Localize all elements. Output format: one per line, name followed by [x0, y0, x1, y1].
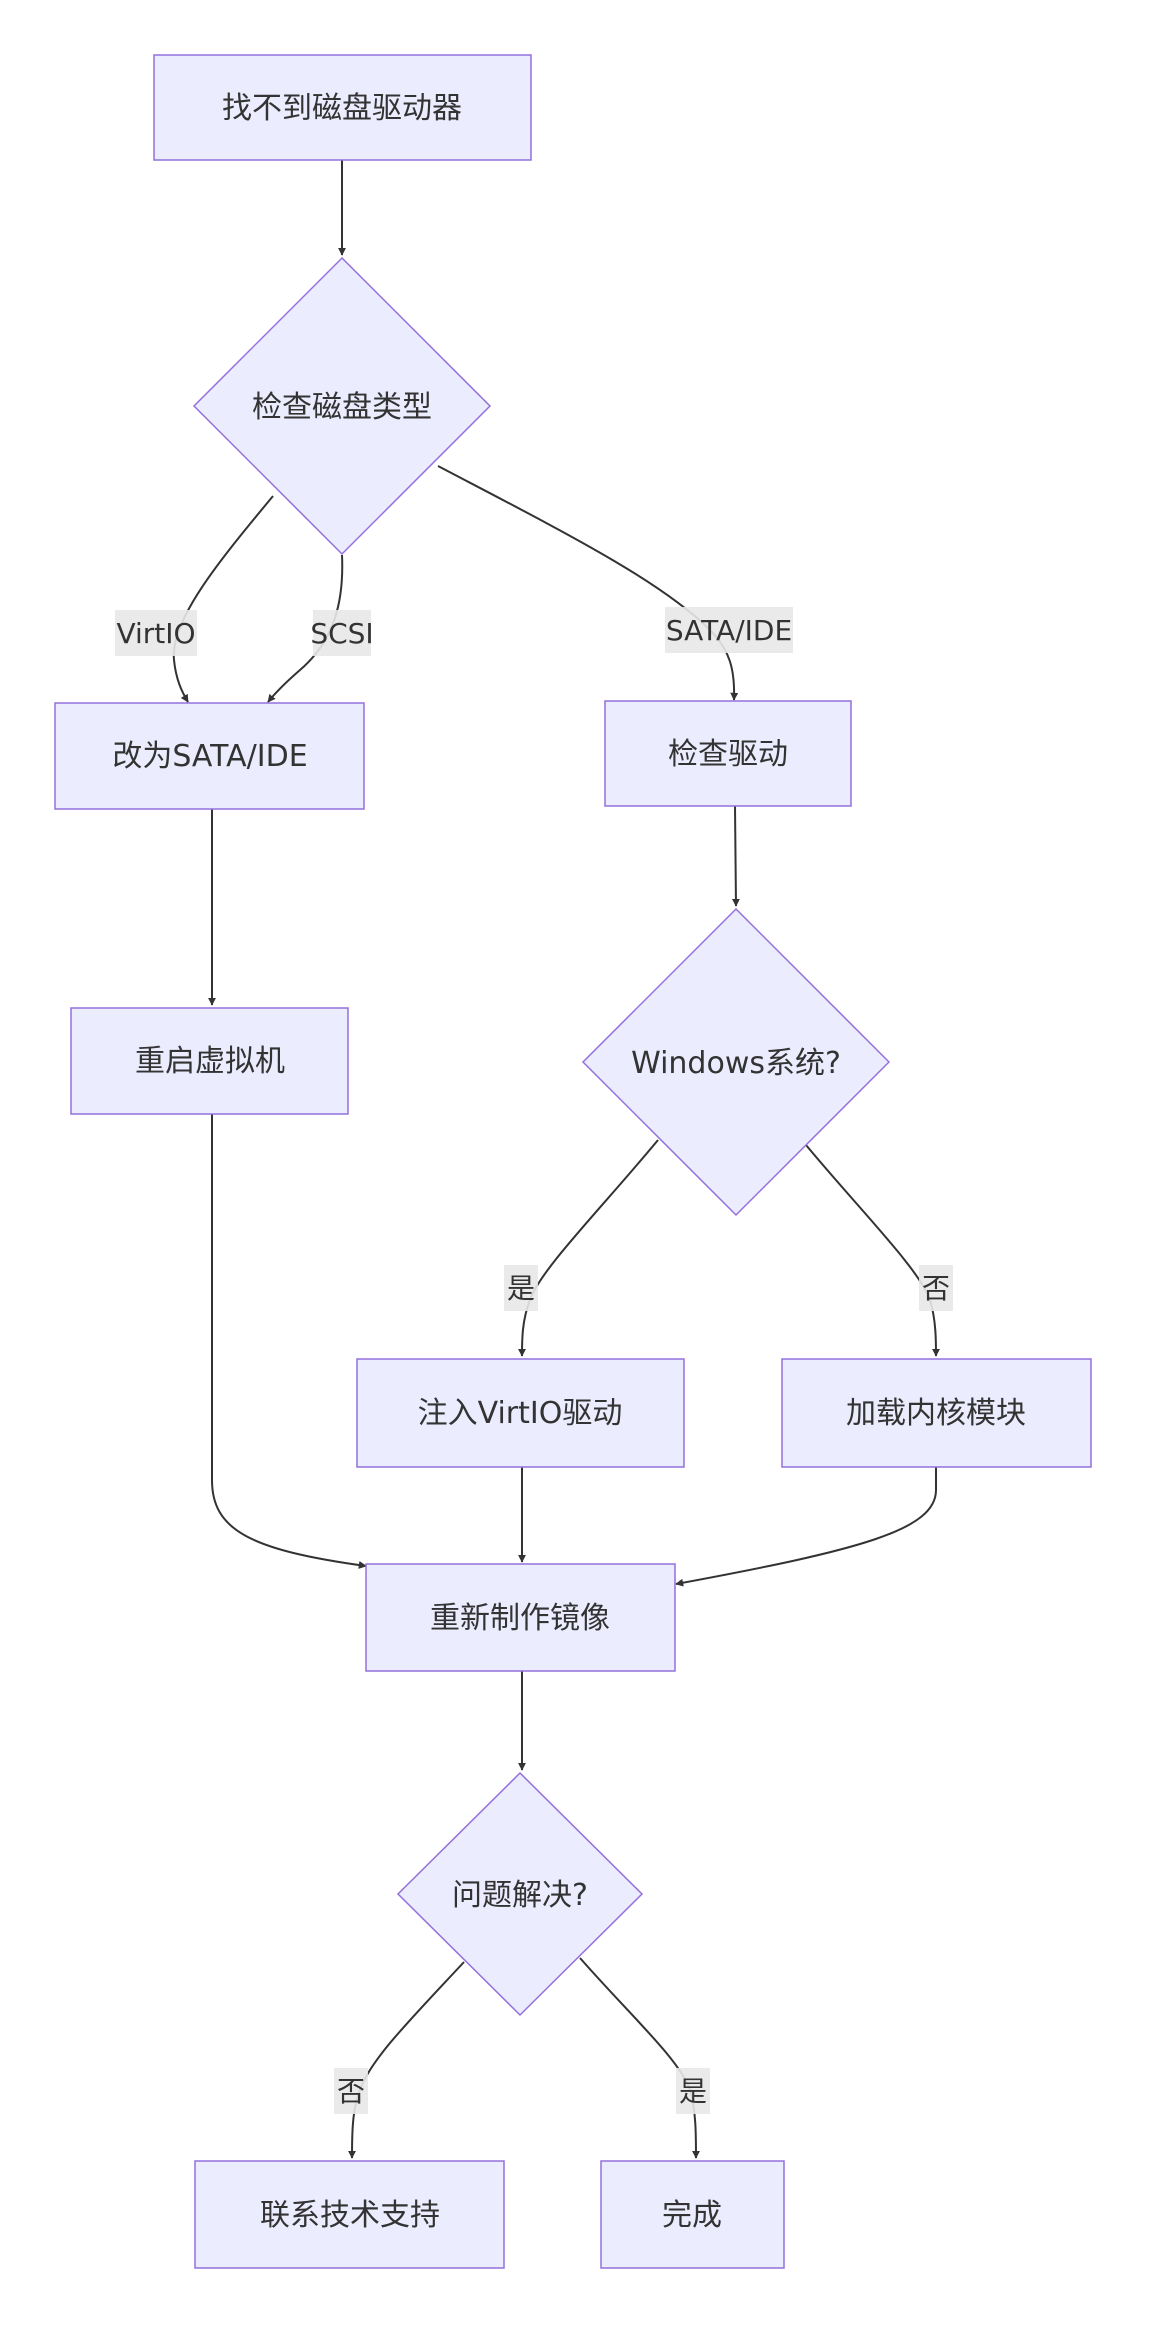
- node-done[interactable]: 完成: [600, 2160, 785, 2269]
- node-restart-vm[interactable]: 重启虚拟机: [70, 1007, 349, 1115]
- node-rebuild-image[interactable]: 重新制作镜像: [365, 1563, 676, 1672]
- svg-text:是: 是: [507, 1272, 535, 1305]
- edge-h-i: [675, 1467, 937, 1587]
- svg-text:检查驱动: 检查驱动: [668, 737, 788, 772]
- edge-label-no-solved: 否: [334, 2068, 368, 2114]
- edge-j-l: [579, 1957, 700, 2159]
- nodes: 找不到磁盘驱动器 检查磁盘类型 改为SATA/IDE 检查驱动 重启虚拟机 Wi…: [54, 54, 1092, 2269]
- edge-label-sata-ide: SATA/IDE: [665, 607, 793, 653]
- svg-text:是: 是: [679, 2075, 707, 2108]
- svg-text:改为SATA/IDE: 改为SATA/IDE: [112, 739, 307, 774]
- node-disk-not-found[interactable]: 找不到磁盘驱动器: [153, 54, 532, 161]
- svg-text:注入VirtIO驱动: 注入VirtIO驱动: [418, 1396, 623, 1431]
- node-check-disk-type[interactable]: 检查磁盘类型: [192, 256, 492, 556]
- svg-text:SATA/IDE: SATA/IDE: [666, 614, 792, 647]
- svg-text:找不到磁盘驱动器: 找不到磁盘驱动器: [222, 91, 462, 126]
- edge-j-k: [348, 1961, 465, 2159]
- edge-label-virtio: VirtIO: [115, 610, 197, 656]
- edge-labels: VirtIO SCSI SATA/IDE 是 否 否 是: [115, 607, 953, 2114]
- svg-text:重启虚拟机: 重启虚拟机: [135, 1044, 285, 1079]
- edge-label-yes-solved: 是: [676, 2068, 710, 2114]
- node-contact-support[interactable]: 联系技术支持: [194, 2160, 505, 2269]
- node-problem-solved[interactable]: 问题解决?: [396, 1771, 644, 2017]
- svg-text:联系技术支持: 联系技术支持: [260, 2198, 440, 2233]
- svg-text:VirtIO: VirtIO: [116, 617, 195, 650]
- svg-text:SCSI: SCSI: [310, 617, 373, 650]
- node-change-to-sata-ide[interactable]: 改为SATA/IDE: [54, 702, 365, 810]
- svg-text:完成: 完成: [662, 2198, 722, 2233]
- node-inject-virtio-driver[interactable]: 注入VirtIO驱动: [356, 1358, 685, 1468]
- svg-text:否: 否: [337, 2075, 365, 2108]
- edge-b-c-virtio: [172, 495, 274, 703]
- node-load-kernel-module[interactable]: 加载内核模块: [781, 1358, 1092, 1468]
- edge-label-yes-windows: 是: [504, 1265, 538, 1311]
- svg-text:检查磁盘类型: 检查磁盘类型: [252, 390, 432, 425]
- edge-e-i: [211, 1114, 367, 1569]
- edge-d-f: [731, 805, 740, 907]
- svg-text:Windows系统?: Windows系统?: [631, 1046, 841, 1081]
- node-windows-system[interactable]: Windows系统?: [581, 907, 891, 1217]
- edge-label-scsi: SCSI: [310, 610, 374, 656]
- edge-b-d-sata: [437, 465, 739, 701]
- svg-text:加载内核模块: 加载内核模块: [846, 1396, 1026, 1431]
- edge-f-g: [518, 1139, 659, 1357]
- edge-b-c-scsi: [267, 554, 344, 703]
- edge-f-h: [805, 1144, 940, 1357]
- svg-text:问题解决?: 问题解决?: [452, 1878, 588, 1913]
- node-check-driver[interactable]: 检查驱动: [604, 700, 852, 807]
- svg-text:重新制作镜像: 重新制作镜像: [430, 1601, 610, 1636]
- svg-text:否: 否: [922, 1272, 950, 1305]
- edge-label-no-windows: 否: [919, 1265, 953, 1311]
